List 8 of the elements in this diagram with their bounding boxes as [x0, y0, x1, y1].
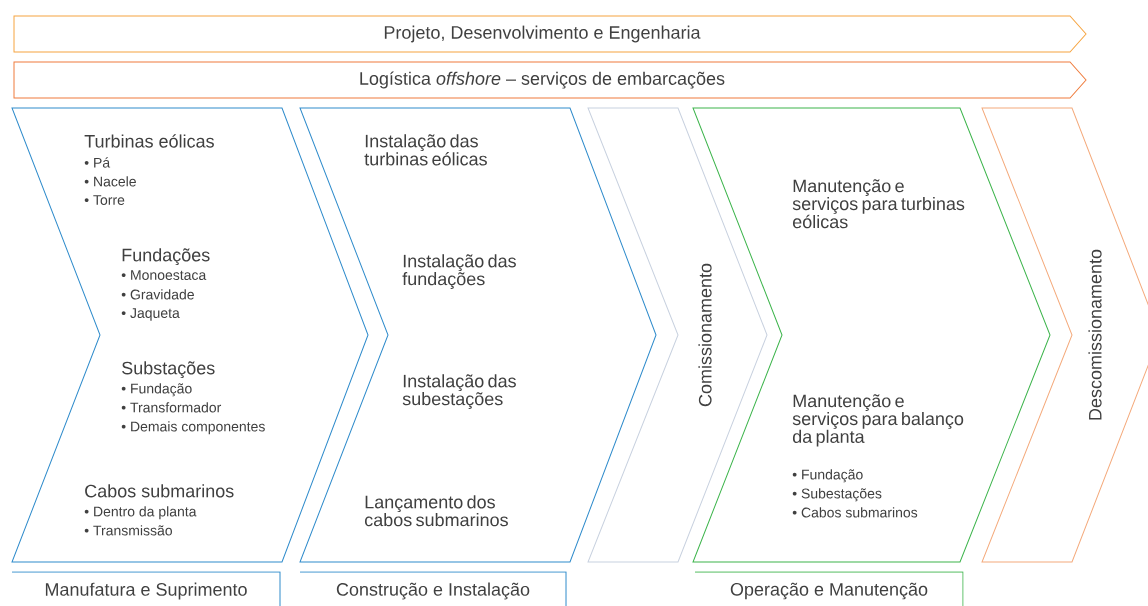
stage-panel: Instalação das turbinas eólicas Instalação das fundações Instalação das subestações Lançamento dos cabos submarinos	[299, 107, 657, 563]
stage-label-box: Construção e Instalação	[299, 571, 567, 606]
banner: Projeto, Desenvolvimento e Engenharia	[13, 15, 1087, 53]
banner: Logística offshore – serviços de embarcações	[13, 61, 1087, 99]
stage-label-box: Manufatura e Suprimento	[11, 571, 281, 606]
stage-panel: Comissionamento	[587, 107, 768, 563]
stage-label-box: Operação e Manutenção	[694, 571, 964, 606]
stage-panel: Descomissionamento	[981, 107, 1148, 563]
